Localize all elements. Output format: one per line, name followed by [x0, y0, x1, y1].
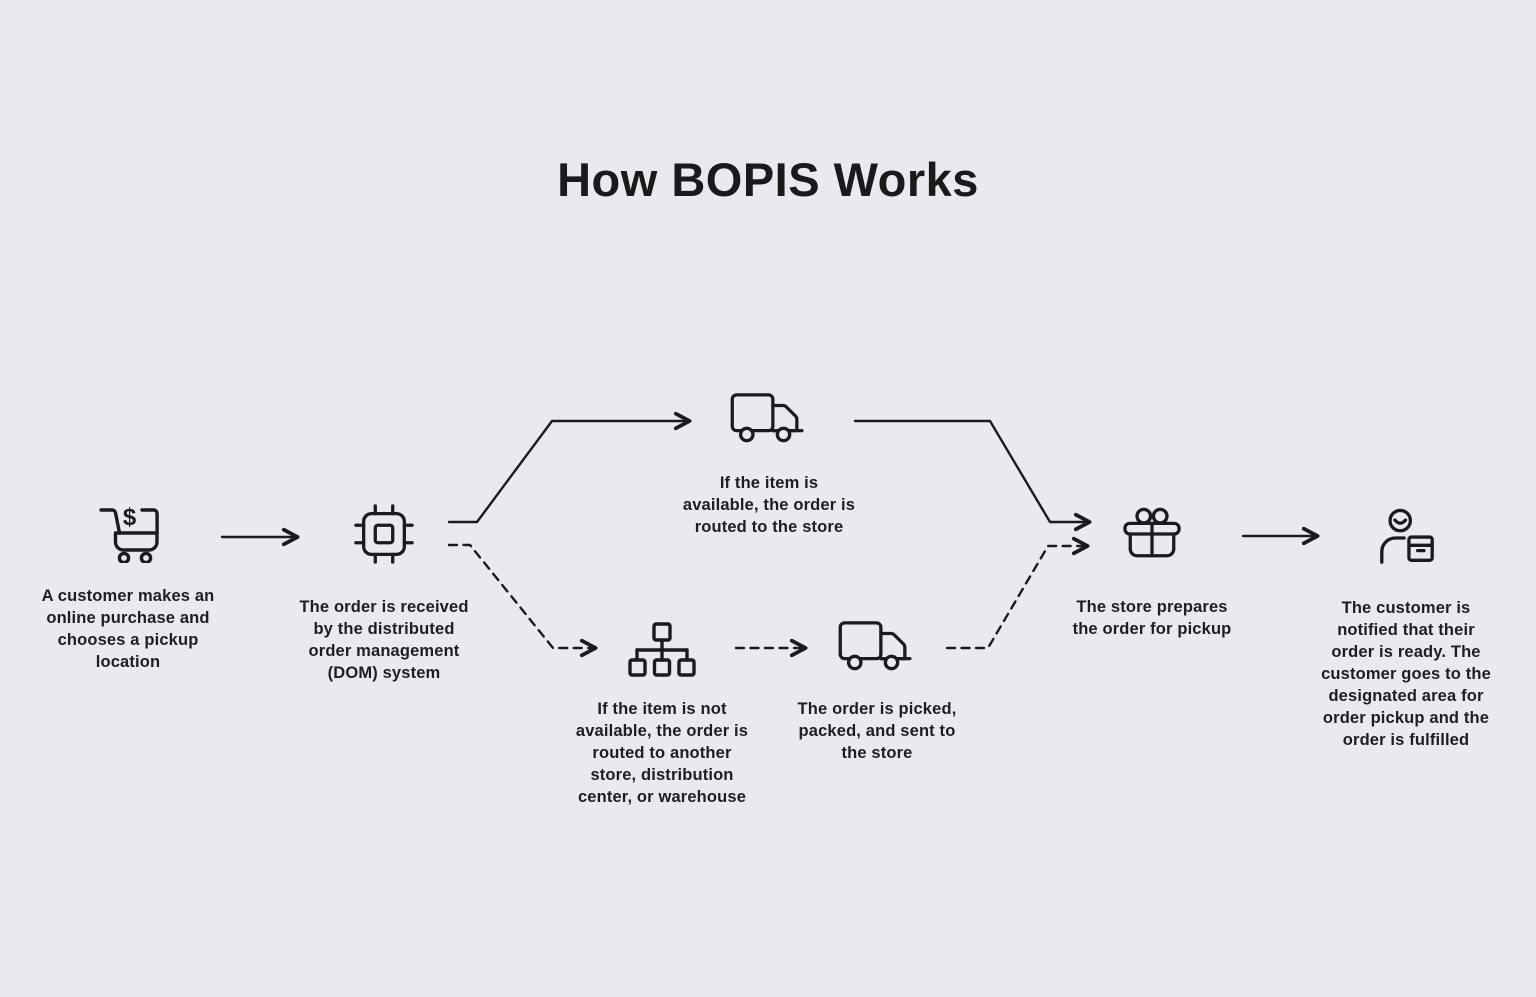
step-caption-item-available: If the item is available, the order is r… — [682, 474, 856, 536]
edge-available-to-gift — [853, 419, 1092, 532]
gift-icon — [1122, 504, 1182, 562]
customer-with-package-icon — [1376, 508, 1438, 570]
step-caption-store-prepares: The store prepares the order for pickup — [1072, 598, 1232, 638]
step-caption-online-purchase: A customer makes an online purchase and … — [41, 587, 215, 671]
chip-icon — [353, 503, 415, 565]
step-caption-item-not-available: If the item is not available, the order … — [575, 700, 749, 806]
svg-text:$: $ — [123, 504, 137, 531]
step-caption-pick-pack-send: The order is picked, packed, and sent to… — [797, 700, 957, 762]
edge-dom-to-available — [447, 411, 692, 524]
shopping-cart-icon: $ — [98, 503, 162, 563]
sitemap-icon — [628, 622, 696, 678]
delivery-truck-icon — [728, 391, 810, 449]
delivery-truck-icon — [836, 619, 918, 677]
step-caption-customer-pickup: The customer is notified that their orde… — [1321, 599, 1491, 749]
step-caption-dom-system: The order is received by the distributed… — [299, 598, 469, 682]
page-title: How BOPIS Works — [557, 153, 979, 206]
